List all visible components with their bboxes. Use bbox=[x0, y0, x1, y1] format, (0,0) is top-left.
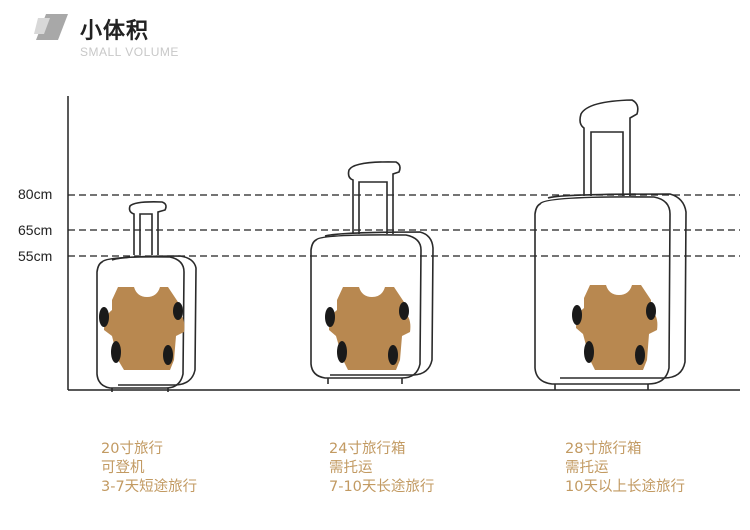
caption-duration: 10天以上长途旅行 bbox=[565, 479, 685, 495]
caption-20-inch: 20寸旅行 可登机 3-7天短途旅行 bbox=[101, 440, 197, 497]
caption-boarding: 可登机 bbox=[101, 460, 145, 476]
caption-size: 20寸旅行 bbox=[101, 441, 163, 457]
caption-boarding: 需托运 bbox=[565, 460, 609, 476]
height-label-55: 55cm bbox=[18, 248, 53, 264]
caption-duration: 7-10天长途旅行 bbox=[329, 479, 435, 495]
suitcase-24-inch bbox=[310, 161, 434, 384]
caption-28-inch: 28寸旅行箱 需托运 10天以上长途旅行 bbox=[565, 440, 685, 497]
caption-boarding: 需托运 bbox=[329, 460, 373, 476]
caption-size: 24寸旅行箱 bbox=[329, 441, 406, 457]
logo-icon bbox=[34, 14, 70, 47]
suitcase-20-inch bbox=[96, 201, 197, 392]
figure-icon-24 bbox=[325, 287, 411, 370]
figure-icon-20 bbox=[99, 287, 185, 370]
height-label-65: 65cm bbox=[18, 222, 53, 238]
caption-duration: 3-7天短途旅行 bbox=[101, 479, 198, 495]
caption-24-inch: 24寸旅行箱 需托运 7-10天长途旅行 bbox=[329, 440, 434, 497]
height-label-80: 80cm bbox=[18, 186, 53, 202]
figure-icon-28 bbox=[572, 285, 658, 370]
page-title: 小体积 bbox=[80, 19, 150, 44]
page-subtitle: SMALL VOLUME bbox=[80, 45, 179, 59]
caption-size: 28寸旅行箱 bbox=[565, 441, 642, 457]
suitcase-28-inch bbox=[534, 99, 687, 390]
